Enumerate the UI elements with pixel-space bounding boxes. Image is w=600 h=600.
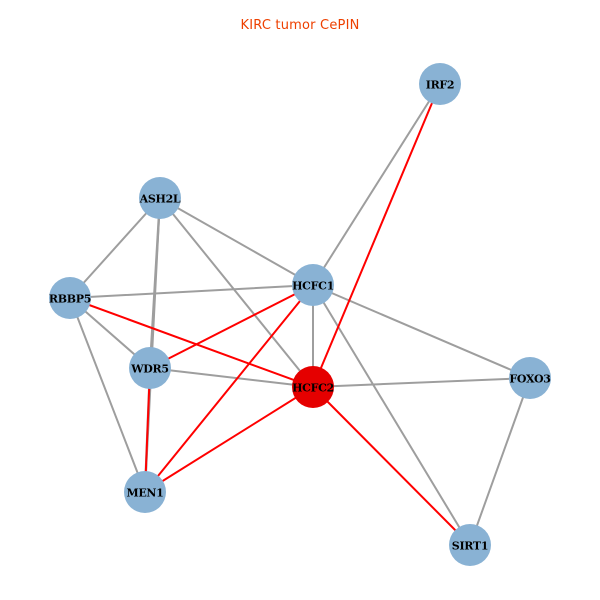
graph-node-hcfc1[interactable]: HCFC1 <box>292 264 334 306</box>
graph-edge-foxo3-sirt1[interactable] <box>469 377 531 546</box>
graph-edge-rbbp5-men1[interactable] <box>69 297 146 493</box>
graph-edge-ash2l-hcfc1[interactable] <box>159 197 314 286</box>
graph-edge-rbbp5-hcfc2[interactable] <box>69 297 314 388</box>
page-title: KIRC tumor CePIN <box>240 18 360 33</box>
node-circle-irf2[interactable] <box>419 63 461 105</box>
graph-edge-hcfc2-foxo3[interactable] <box>312 377 531 388</box>
graph-node-men1[interactable]: MEN1 <box>124 471 166 513</box>
graph-node-foxo3[interactable]: FOXO3 <box>509 357 551 399</box>
graph-node-sirt1[interactable]: SIRT1 <box>449 524 491 566</box>
graph-edge-hcfc1-foxo3[interactable] <box>312 284 531 379</box>
graph-node-irf2[interactable]: IRF2 <box>419 63 461 105</box>
graph-node-rbbp5[interactable]: RBBP5 <box>49 277 91 319</box>
graph-edge-hcfc1-sirt1[interactable] <box>312 284 471 546</box>
graph-edge-wdr5-hcfc2[interactable] <box>149 367 314 388</box>
graph-edge-ash2l-rbbp5[interactable] <box>69 197 161 299</box>
node-circle-wdr5[interactable] <box>129 347 171 389</box>
node-circle-hcfc1[interactable] <box>292 264 334 306</box>
node-circle-men1[interactable] <box>124 471 166 513</box>
node-circle-sirt1[interactable] <box>449 524 491 566</box>
graph-edge-hcfc2-sirt1[interactable] <box>312 386 471 546</box>
graph-edge-wdr5-hcfc1[interactable] <box>149 284 314 369</box>
node-circle-rbbp5[interactable] <box>49 277 91 319</box>
graph-edge-hcfc2-men1[interactable] <box>144 386 314 493</box>
graph-edge-rbbp5-hcfc1[interactable] <box>69 284 314 299</box>
graph-edge-hcfc1-men1[interactable] <box>144 284 314 493</box>
graph-edge-hcfc2-irf2[interactable] <box>312 83 441 388</box>
graph-node-hcfc2[interactable]: HCFC2 <box>292 366 334 408</box>
graph-edge-hcfc1-irf2[interactable] <box>312 83 441 286</box>
graph-node-wdr5[interactable]: WDR5 <box>129 347 171 389</box>
graph-node-ash2l[interactable]: ASH2L <box>139 177 181 219</box>
graph-edge-ash2l-hcfc2[interactable] <box>159 197 314 388</box>
node-circle-ash2l[interactable] <box>139 177 181 219</box>
node-circle-foxo3[interactable] <box>509 357 551 399</box>
node-circle-hcfc2[interactable] <box>292 366 334 408</box>
